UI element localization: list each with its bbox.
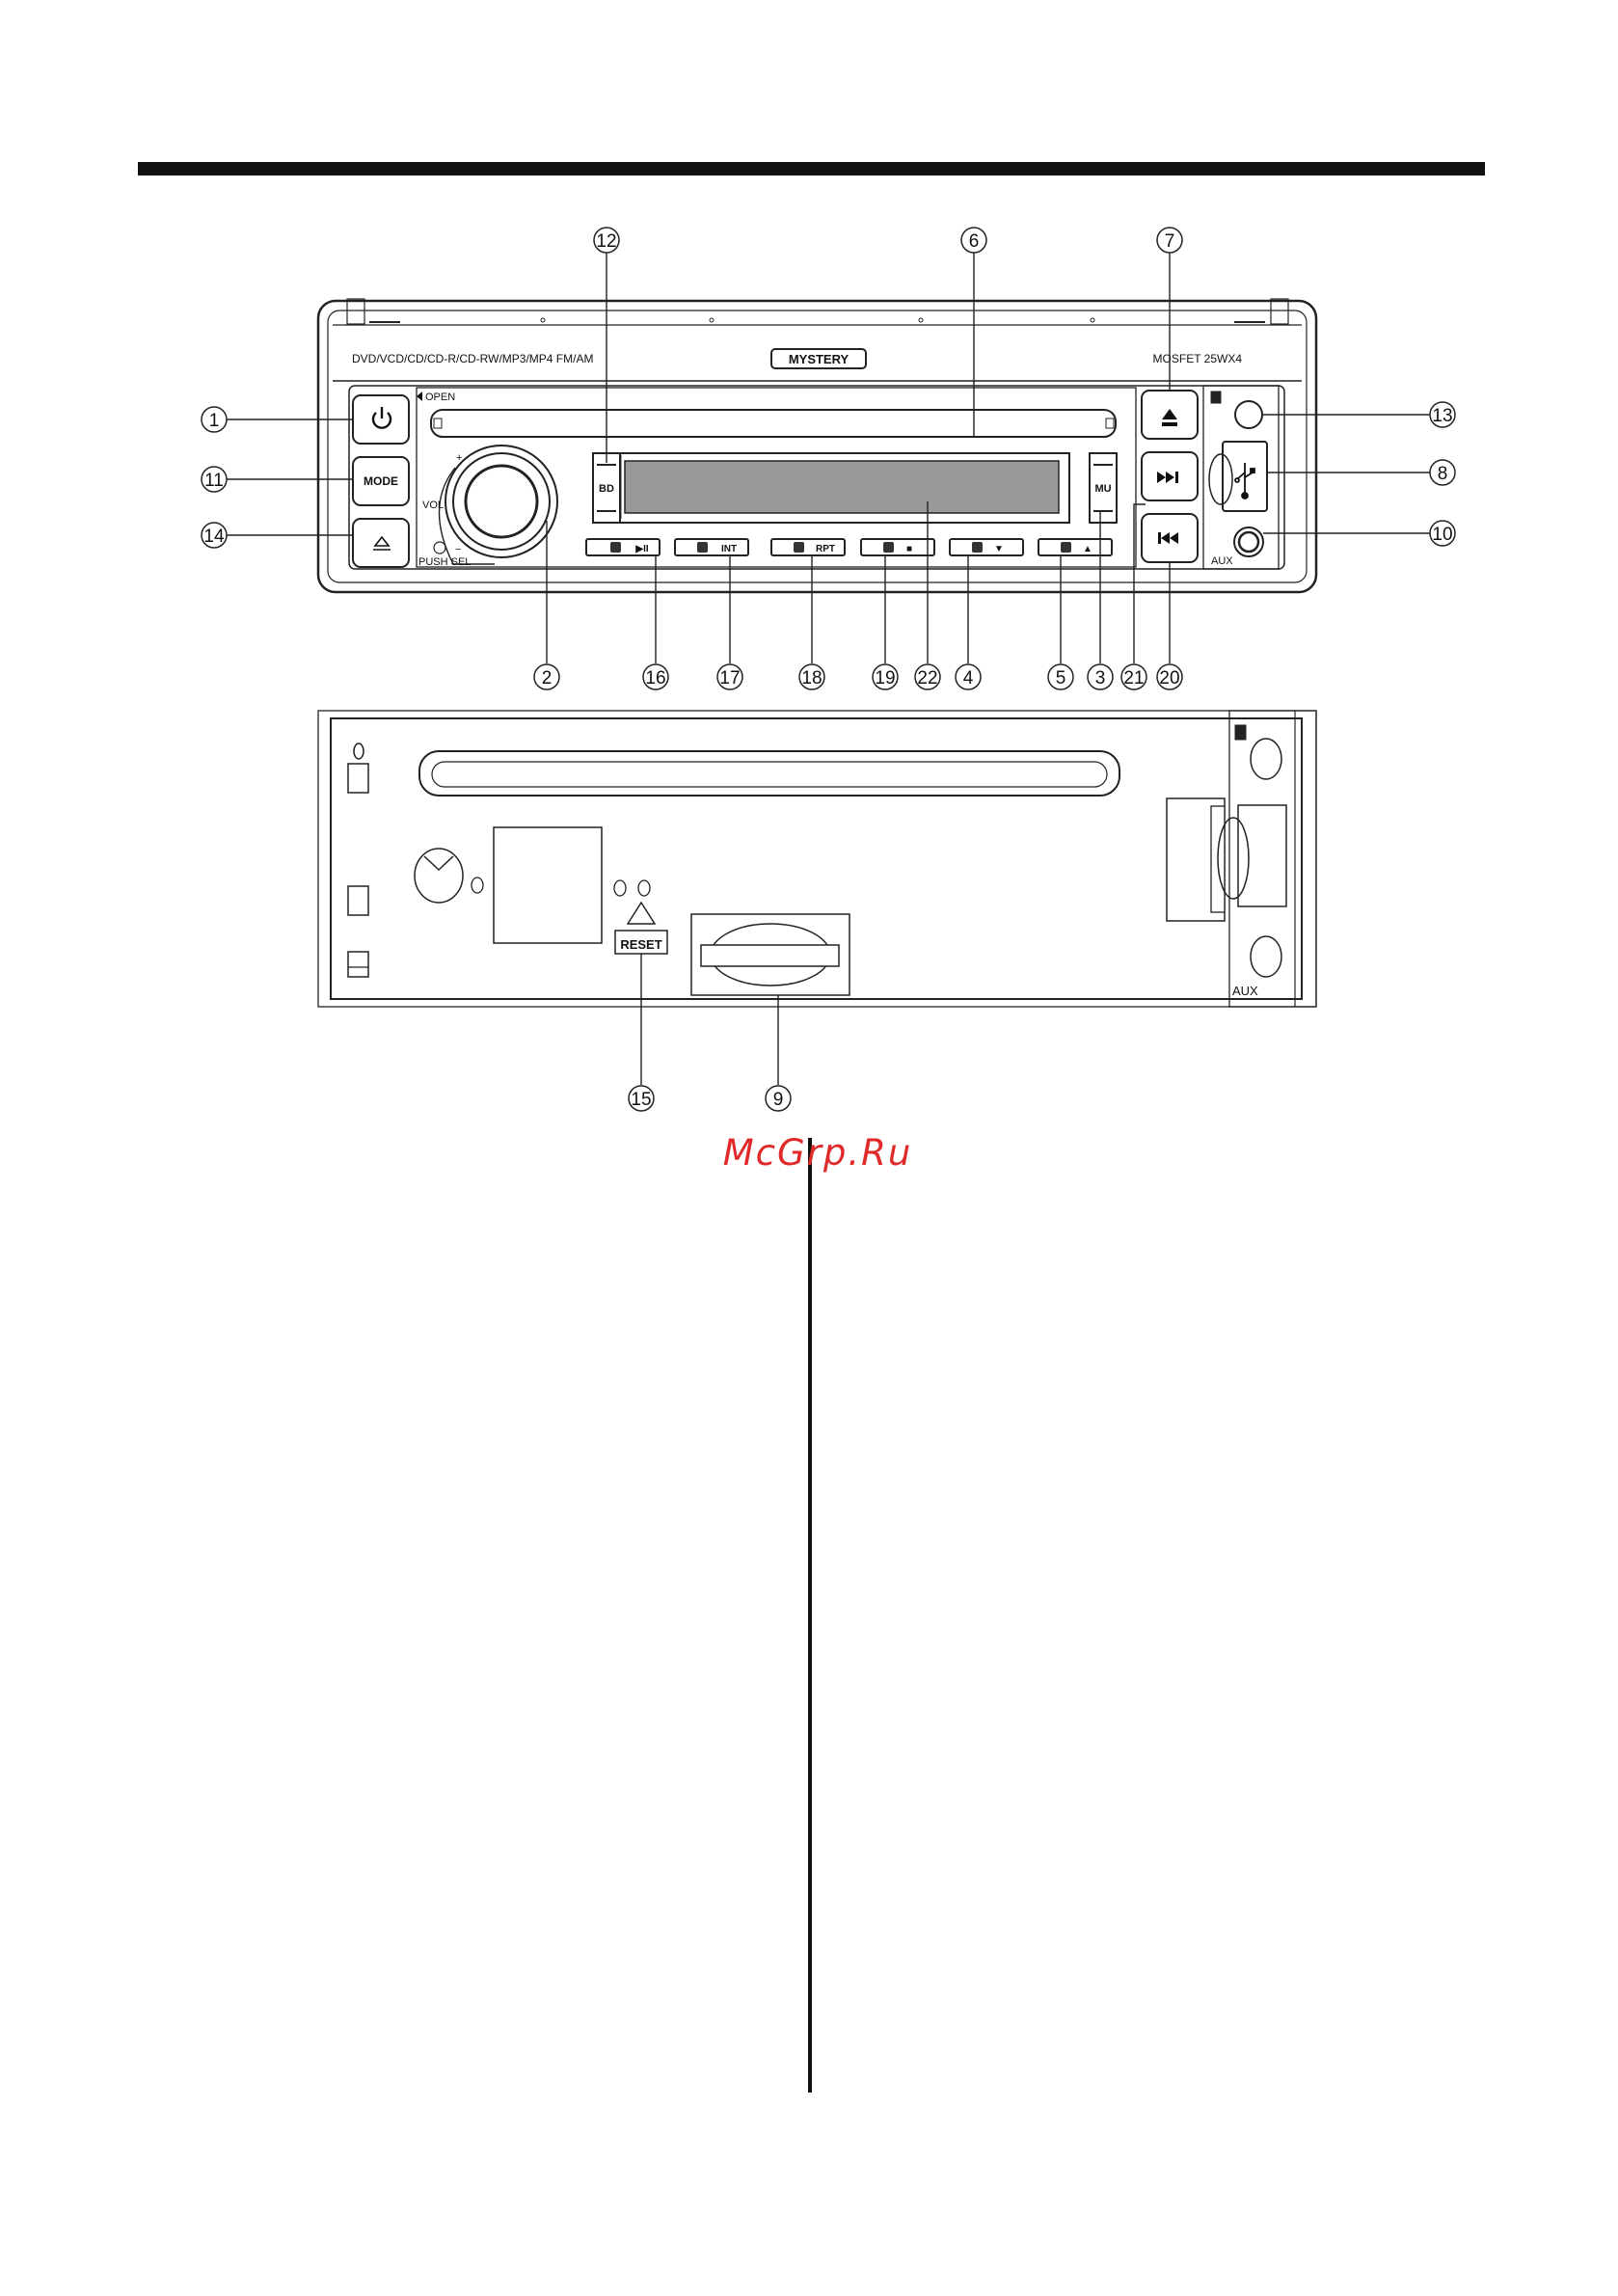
callout-10: 10 — [1432, 525, 1452, 545]
callout-9: 9 — [773, 1090, 784, 1110]
mode-label: MODE — [364, 474, 398, 488]
rear-main-block — [494, 827, 602, 943]
next-icon — [1157, 472, 1178, 483]
bd-label: BD — [599, 483, 614, 495]
rear-connector-socket — [415, 849, 463, 903]
down-button[interactable] — [950, 539, 1023, 555]
mu-label: MU — [1094, 483, 1111, 495]
stop-label: ■ — [906, 544, 912, 554]
eject-icon — [1162, 409, 1177, 426]
rear-panel — [318, 711, 1316, 1007]
sd-card-icon — [1211, 392, 1221, 403]
disc-slot — [431, 410, 1116, 437]
callout-14: 14 — [203, 527, 225, 547]
header-bar — [138, 162, 1485, 176]
callout-11: 11 — [204, 471, 224, 491]
reset-triangle-icon — [628, 903, 655, 924]
down-label: ▼ — [994, 544, 1004, 554]
callout-21: 21 — [1123, 668, 1144, 689]
open-button[interactable] — [353, 519, 409, 567]
callout-8: 8 — [1438, 464, 1448, 484]
power-icon — [373, 407, 391, 428]
open-eject-icon — [373, 537, 391, 550]
callout-13: 13 — [1432, 406, 1452, 426]
brand-logo: MYSTERY — [771, 349, 866, 368]
callout-2: 2 — [542, 668, 553, 689]
power-rating: MOSFET 25WX4 — [1153, 352, 1243, 365]
vol-plus: + — [456, 452, 462, 464]
int-button[interactable] — [675, 539, 748, 555]
callout-5: 5 — [1056, 668, 1066, 689]
column-divider — [808, 1138, 812, 2093]
card-slot[interactable] — [701, 945, 839, 966]
up-label: ▲ — [1083, 544, 1092, 554]
callout-22: 22 — [917, 668, 937, 689]
svg-text:MYSTERY: MYSTERY — [789, 352, 849, 366]
ir-sensor — [434, 542, 445, 554]
stop-button[interactable] — [861, 539, 934, 555]
callout-7: 7 — [1165, 231, 1175, 252]
power-button[interactable] — [353, 395, 409, 444]
callout-15: 15 — [631, 1090, 651, 1110]
reset-label: RESET — [620, 937, 661, 952]
remote-sensor — [1235, 401, 1262, 428]
callout-12: 12 — [596, 231, 616, 252]
format-text: DVD/VCD/CD/CD-R/CD-RW/MP3/MP4 FM/AM — [352, 352, 593, 365]
open-arrow-icon — [417, 392, 422, 401]
int-label: INT — [721, 544, 737, 554]
rear-aux-label: AUX — [1232, 984, 1258, 998]
rear-sd-icon — [1235, 725, 1246, 740]
callout-17: 17 — [719, 668, 740, 689]
callout-4: 4 — [963, 668, 974, 689]
callout-20: 20 — [1159, 668, 1179, 689]
push-sel-label: PUSH SEL — [418, 556, 471, 568]
prev-icon — [1158, 532, 1178, 544]
play-pause-label: ▶II — [634, 544, 648, 554]
callout-18: 18 — [801, 668, 822, 689]
callout-3: 3 — [1095, 668, 1106, 689]
watermark: McGrp.Ru — [723, 1132, 913, 1174]
rpt-label: RPT — [816, 544, 835, 554]
vol-minus: − — [455, 544, 461, 555]
usb-icon — [1235, 463, 1254, 499]
vol-label: VOL — [422, 500, 444, 511]
callout-1: 1 — [209, 411, 220, 431]
callout-19: 19 — [875, 668, 895, 689]
aux-label: AUX — [1211, 555, 1233, 567]
callout-6: 6 — [969, 231, 980, 252]
rear-disc-slot — [419, 751, 1119, 796]
bottom-button-row — [586, 539, 1112, 555]
open-label: OPEN — [425, 392, 455, 403]
callout-16: 16 — [645, 668, 665, 689]
